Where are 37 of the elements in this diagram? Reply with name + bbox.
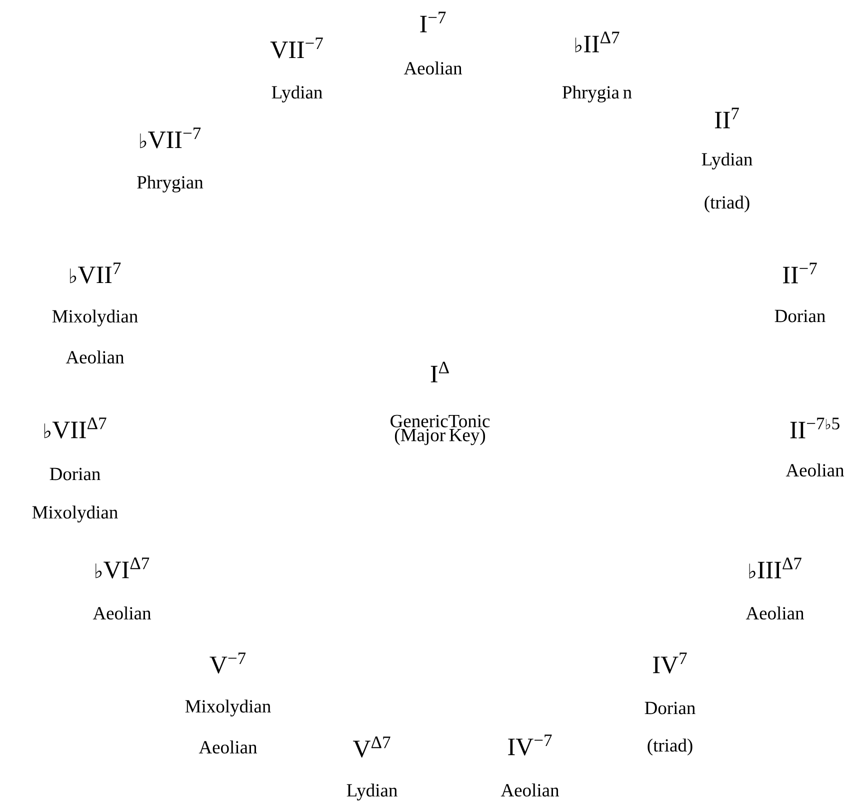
chord-symbol: IV$^{−7}$: [508, 734, 552, 756]
mode-name: Lydian: [272, 86, 322, 102]
chord-symbol: II$^{−7♭5}$: [790, 418, 840, 438]
chord-symbol: V$^{Δ7}$: [353, 736, 390, 758]
mode-name: Aeolian: [66, 350, 124, 364]
mode-name: Aeolian: [786, 464, 844, 477]
mode-name: Dorian: [774, 310, 826, 322]
chord-symbol: VII$^{−7}$: [270, 38, 323, 58]
chord-symbol: V$^{−7}$: [210, 652, 246, 674]
mode-name: Phrygian: [137, 176, 204, 192]
mode-name: Aeolian: [92, 606, 152, 620]
mode-name: Aeolian: [746, 606, 804, 620]
mode-name: Lydian: [702, 152, 752, 170]
mode-name: Aeolian: [198, 740, 258, 754]
mode-name: GenericTonic (Major Key): [390, 414, 490, 446]
mode-name: Dorian: [644, 702, 696, 714]
mode-name: Phrygia n: [562, 86, 632, 102]
chord-symbol: ♭III$^{Δ7}$: [749, 558, 802, 578]
mode-name: Mixolydian: [52, 310, 138, 326]
mode-name: Lydian: [346, 784, 398, 800]
chord-symbol: IV$^{7}$: [653, 652, 687, 674]
mode-name: Mixolydian: [185, 700, 271, 716]
chord-symbol: ♭VI$^{Δ7}$: [96, 558, 150, 578]
mode-name: (triad): [704, 196, 750, 212]
mode-name: Aeolian: [404, 62, 462, 75]
chord-symbol: ♭VII$^{7}$: [70, 262, 121, 284]
mode-name: Aeolian: [500, 784, 560, 797]
chord-symbol: ♭VII$^{Δ7}$: [44, 418, 106, 438]
chord-symbol: II$^{7}$: [714, 108, 739, 128]
mode-name: Mixolydian: [32, 506, 118, 522]
chord-symbol: I$^{Δ}$: [430, 362, 449, 382]
chord-symbol: ♭VII$^{−7}$: [140, 128, 201, 148]
mode-name: (triad): [648, 738, 692, 756]
chord-symbol: II$^{−7}$: [783, 262, 817, 284]
chord-symbol: ♭II$^{Δ7}$: [575, 32, 620, 52]
mode-name: Dorian: [50, 468, 100, 480]
chord-symbol: I$^{−7}$: [420, 12, 446, 32]
